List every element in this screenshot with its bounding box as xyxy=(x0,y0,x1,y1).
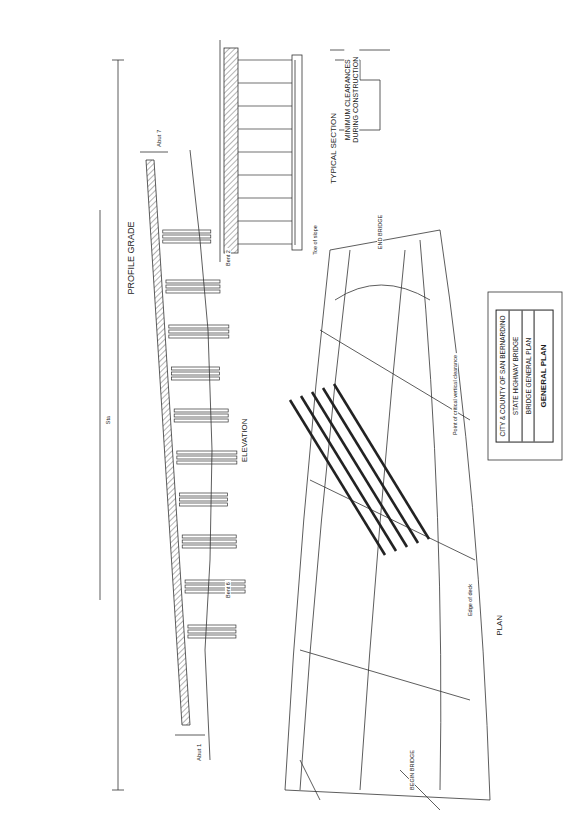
bent-column xyxy=(174,414,228,417)
callout-label: Abut 1 xyxy=(197,741,204,762)
bent-column xyxy=(163,230,211,233)
bent-column xyxy=(182,545,236,548)
bent-column xyxy=(169,335,229,338)
bent-column xyxy=(188,625,236,628)
callout-label: Bent 6 xyxy=(225,580,231,600)
view-title: MINIMUM CLEARANCES DURING CONSTRUCTION xyxy=(344,43,359,157)
railroad-track xyxy=(323,388,418,543)
bent-column xyxy=(174,409,228,412)
girder xyxy=(238,60,292,61)
bent-column xyxy=(185,585,245,588)
bent-column xyxy=(174,419,228,422)
bent-column xyxy=(180,503,228,506)
bent-column xyxy=(169,325,229,328)
bent-column xyxy=(185,580,245,583)
bent-column xyxy=(182,540,236,543)
railroad-track xyxy=(290,400,385,555)
title-cell: BRIDGE GENERAL PLAN xyxy=(523,310,536,441)
bent-column xyxy=(163,240,211,243)
bent-column xyxy=(166,285,220,288)
callout-label: BEGIN BRIDGE xyxy=(409,748,415,792)
bent-column xyxy=(172,372,220,375)
bent-column xyxy=(188,630,236,633)
bent-column xyxy=(177,461,237,464)
girder xyxy=(238,244,292,245)
girder xyxy=(238,129,292,130)
callout-label: Toe of slope xyxy=(312,223,318,257)
view-title: PLAN xyxy=(496,613,505,638)
girder xyxy=(238,152,292,153)
bent-column xyxy=(180,498,228,501)
callout-label: Bent 2 xyxy=(225,248,231,268)
bent-column xyxy=(177,456,237,459)
title-cell: GENERAL PLAN xyxy=(535,310,553,441)
girder xyxy=(238,106,292,107)
callout-label: Edge of deck xyxy=(467,582,473,618)
bent-column xyxy=(182,535,236,538)
title-cell: CITY & COUNTY OF SAN BERNARDINO xyxy=(497,310,510,441)
railroad-track xyxy=(301,396,396,551)
view-title: TYPICAL SECTION xyxy=(330,111,339,186)
bent-column xyxy=(172,367,220,370)
title-cell: STATE HIGHWAY BRIDGE xyxy=(510,310,523,441)
bent-column xyxy=(177,451,237,454)
bent-column xyxy=(172,377,220,380)
bent-column xyxy=(163,235,211,238)
bent-column xyxy=(166,290,220,293)
bent-column xyxy=(166,280,220,283)
view-title: PROFILE GRADE xyxy=(127,219,137,296)
view-title: ELEVATION xyxy=(242,416,251,464)
railroad-track xyxy=(312,392,407,547)
girder xyxy=(238,221,292,222)
callout-label: END BRIDGE xyxy=(377,213,383,251)
girder xyxy=(238,83,292,84)
bent-column xyxy=(185,590,245,593)
bent-column xyxy=(180,493,228,496)
girder xyxy=(238,198,292,199)
railroad-track xyxy=(334,384,429,539)
bent-column xyxy=(169,330,229,333)
title-block: CITY & COUNTY OF SAN BERNARDINOSTATE HIG… xyxy=(496,309,554,442)
bent-column xyxy=(188,635,236,638)
callout-label: Abut 7 xyxy=(157,127,164,148)
girder xyxy=(238,175,292,176)
callout-label: Sta xyxy=(105,414,111,426)
callout-label: Point of critical vertical clearance xyxy=(452,353,458,437)
